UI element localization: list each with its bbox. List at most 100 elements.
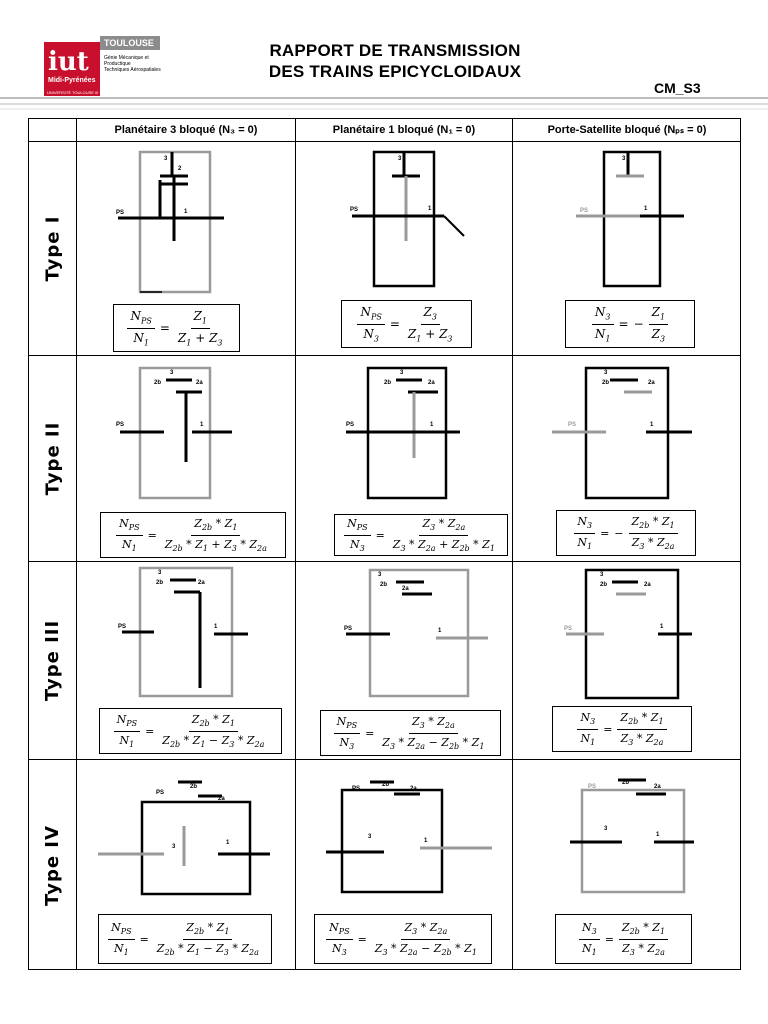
course-code: CM_S3	[654, 80, 701, 96]
label-ps: PS	[352, 786, 360, 792]
document-title: RAPPORT DE TRANSMISSION DES TRAINS EPICY…	[200, 40, 590, 82]
label-1: 1	[430, 422, 434, 428]
label-1: 1	[424, 838, 428, 844]
label-2a: 2a	[648, 380, 655, 386]
label-ps: PS	[568, 422, 576, 428]
logo-dept-line-3: Techniques Aérospatiales	[104, 67, 161, 73]
logo-main-text: iut	[48, 47, 89, 77]
label-2b: 2b	[602, 380, 609, 386]
label-2b: 2b	[384, 380, 391, 386]
gear-diagram-type3-col2: PS 1 2b 2a 3	[344, 568, 488, 698]
logo-region-text: Midi-Pyrénées	[48, 77, 96, 84]
label-2a: 2a	[654, 784, 661, 790]
label-ps: PS	[580, 208, 588, 214]
row-label-type-4: Type IV	[42, 825, 63, 906]
label-3: 3	[604, 370, 608, 376]
label-1: 1	[214, 624, 218, 630]
label-1: 1	[200, 422, 204, 428]
gear-diagram-type4-col2: PS 1 2b 2a 3	[326, 780, 492, 894]
row-label-type-3: Type III	[42, 619, 64, 702]
label-1: 1	[226, 840, 230, 846]
logo-grey-band	[100, 36, 160, 50]
label-3: 3	[604, 826, 608, 832]
gear-diagram-type3-col1: PS 1 2b 2a 3	[118, 566, 248, 698]
column-header-planetary-1-locked: Planétaire 1 bloqué (N₁ = 0)	[332, 124, 476, 136]
label-3: 3	[368, 834, 372, 840]
label-1: 1	[428, 206, 432, 212]
grid-hline-1	[29, 355, 740, 356]
gear-diagram-type4-col1: PS 1 2b 2a 3	[98, 780, 270, 896]
transmission-table: Planétaire 3 bloqué (N₃ = 0) Planétaire …	[28, 118, 741, 970]
gear-diagram-type4-col3: PS 1 2b 2a 3	[570, 778, 694, 894]
gear-diagram-type1-col3: PS 1 3	[576, 150, 684, 288]
label-2a: 2a	[410, 786, 417, 792]
label-3: 3	[172, 844, 176, 850]
label-2a: 2a	[196, 380, 203, 386]
grid-hline-3	[29, 759, 740, 760]
label-2b: 2b	[156, 580, 163, 586]
label-ps: PS	[588, 784, 596, 790]
logo-university-text: UNIVERSITÉ TOULOUSE III	[47, 90, 98, 95]
gear-diagram-type1-col1: PS 1 2 3	[116, 150, 224, 294]
grid-vline-3	[512, 119, 513, 969]
grid-hline-2	[29, 561, 740, 562]
label-3: 3	[398, 156, 402, 162]
label-3: 3	[170, 370, 174, 376]
label-ps: PS	[350, 207, 358, 213]
gear-diagram-type2-col1: PS 1 2b 2a 3	[116, 366, 232, 500]
label-1: 1	[438, 628, 442, 634]
gear-diagram-type3-col3: PS 1 2b 2a 3	[564, 568, 692, 700]
label-2a: 2a	[644, 582, 651, 588]
label-3: 3	[622, 156, 626, 162]
logo-dept-line-1: Génie Mécanique et	[104, 55, 149, 61]
label-1: 1	[656, 832, 660, 838]
gear-diagram-type1-col2: PS 1 3	[350, 150, 465, 288]
grid-vline-2	[295, 119, 296, 969]
grid-vline-1	[76, 119, 77, 969]
label-ps: PS	[116, 210, 124, 216]
label-2b: 2b	[190, 784, 197, 790]
label-2a: 2a	[402, 586, 409, 592]
label-ps: PS	[564, 626, 572, 632]
label-2a: 2a	[218, 796, 225, 802]
label-1: 1	[660, 624, 664, 630]
label-3: 3	[400, 370, 404, 376]
label-2b: 2b	[382, 782, 389, 788]
row-label-type-2: Type II	[42, 421, 64, 496]
